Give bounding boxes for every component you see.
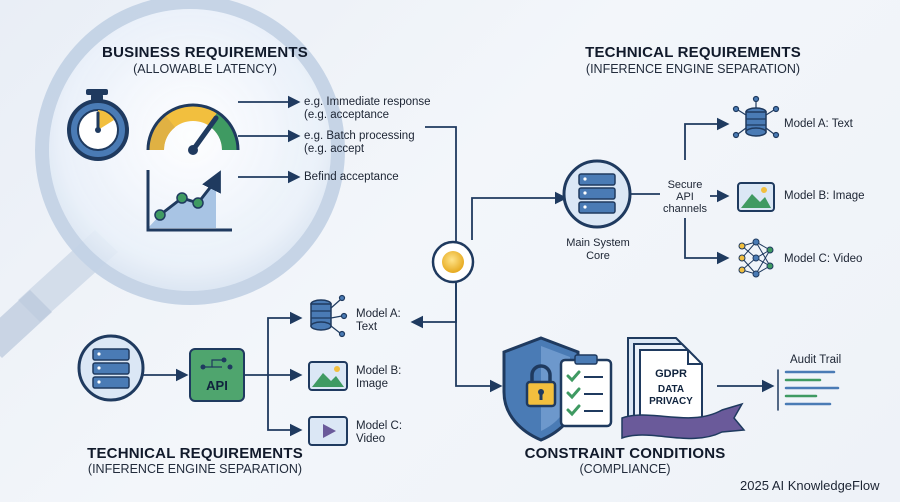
model-b-image-icon (737, 182, 775, 212)
central-connectors (410, 126, 568, 393)
business-item-immediate: e.g. Immediate response (304, 96, 431, 108)
tech-top-model-c-label: Model C: Video (784, 253, 863, 265)
constraint-conditions-title: CONSTRAINT CONDITIONS (524, 445, 726, 462)
checklist-icon (559, 354, 613, 428)
footer-credit: 2025 AI KnowledgeFlow (740, 478, 880, 493)
gauge-icon (146, 103, 240, 155)
model-b-bottom-image-icon (308, 361, 348, 391)
tech-top-model-a-label: Model A: Text (784, 118, 853, 130)
model-c-video-icon (738, 238, 774, 278)
tech-bottom-model-c-line2: Video (356, 433, 386, 445)
stopwatch-icon (67, 89, 129, 161)
tech-top-model-b-label: Model B: Image (784, 190, 865, 202)
video-play-icon (308, 416, 348, 446)
main-system-core-icon (562, 159, 632, 229)
constraint-conditions-subtitle: (COMPLIANCE) (579, 462, 671, 476)
shield-lock-icon (502, 336, 580, 442)
gdpr-document-icon (627, 337, 703, 433)
gdpr-label: GDPR (655, 368, 687, 380)
tech-bottom-model-a-line2: Text (356, 321, 378, 333)
business-requirements-title: BUSINESS REQUIREMENTS (102, 44, 308, 61)
central-hub-icon (431, 240, 475, 284)
api-channel-arrows (630, 117, 730, 265)
tech-bottom-model-a-line1: Model A: (356, 308, 401, 320)
audit-trail-icon (777, 369, 840, 411)
tech-top-subtitle: (INFERENCE ENGINE SEPARATION) (585, 62, 801, 76)
api-label: API (676, 191, 694, 203)
api-branch-arrows (244, 311, 303, 437)
privacy-label: PRIVACY (649, 396, 693, 407)
secure-label: Secure (667, 179, 703, 191)
business-requirements-subtitle: (ALLOWABLE LATENCY) (133, 62, 277, 76)
model-a-db-icon (310, 294, 348, 338)
business-item-immediate-note: (e.g. acceptance (304, 109, 390, 121)
tech-bottom-subtitle: (INFERENCE ENGINE SEPARATION) (87, 462, 303, 476)
ribbon-banner-icon (621, 402, 746, 440)
server-icon (77, 334, 145, 402)
api-box-label: API (206, 378, 228, 393)
main-system-core-label: Core (586, 250, 610, 262)
main-system-label: Main System (566, 237, 630, 249)
business-item-batch-note: (e.g. accept (304, 143, 365, 155)
business-item-batch: e.g. Batch processing (304, 130, 415, 142)
business-item-befind: Befind acceptance (304, 171, 399, 183)
tech-top-title: TECHNICAL REQUIREMENTS (585, 44, 801, 61)
tech-bottom-model-c-line1: Model C: (356, 420, 403, 432)
api-box-icon (189, 348, 245, 402)
data-label: DATA (657, 384, 685, 395)
tech-bottom-model-b-line2: Image (356, 378, 388, 390)
tech-bottom-title: TECHNICAL REQUIREMENTS (87, 445, 303, 462)
audit-trail-label: Audit Trail (790, 354, 842, 366)
channels-label: channels (662, 203, 708, 215)
line-chart-icon (146, 170, 232, 232)
business-arrows (238, 95, 301, 184)
model-a-text-icon (732, 95, 780, 139)
tech-bottom-model-b-line1: Model B: (356, 365, 402, 377)
